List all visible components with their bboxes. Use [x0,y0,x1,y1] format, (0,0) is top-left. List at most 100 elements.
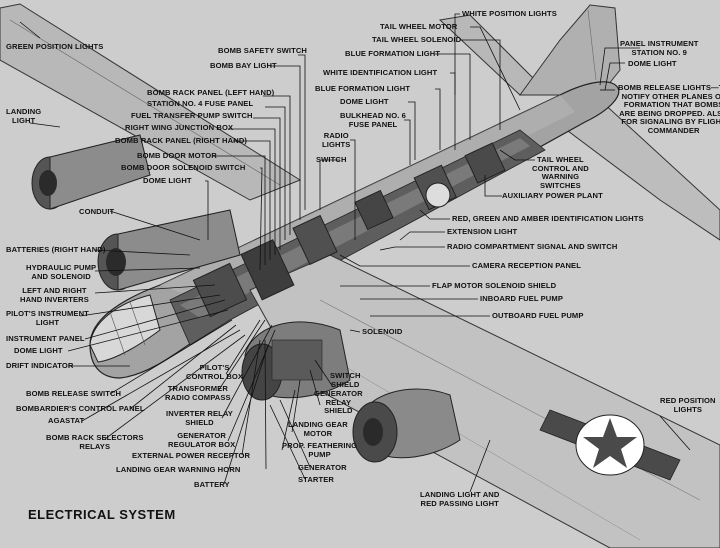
label-identification-lights: RED, GREEN AND AMBER IDENTIFICATION LIGH… [452,214,644,223]
label-bomb-safety-switch: BOMB SAFETY SWITCH [218,46,307,55]
label-line: GENERATOR [314,389,363,398]
label-line: FOR SIGNALING BY FLIGHT [621,117,720,127]
engine-far-outboard [31,134,151,210]
label-line: PUMP [308,449,331,459]
label-line: PANEL INSTRUMENT [620,39,699,48]
label-extension-light: EXTENSION LIGHT [447,227,518,236]
label-conduit: CONDUIT [79,207,115,216]
label-battery: BATTERY [194,480,230,489]
label-line: TAIL WHEEL [537,155,584,164]
fuselage-insignia [425,182,451,208]
label-switch: SWITCH [316,155,347,164]
label-instrument-panel: INSTRUMENT PANEL [6,334,85,343]
label-generator: GENERATOR [298,463,347,472]
label-line: REGULATOR BOX [168,439,236,449]
label-solenoid: SOLENOID [362,327,403,336]
label-tail-wheel-motor: TAIL WHEEL MOTOR [380,22,458,31]
label-radio-lights: RADIO LIGHTS [322,131,351,149]
label-line: RADIO COMPASS [165,392,231,402]
label-inboard-fuel-pump: INBOARD FUEL PUMP [480,294,563,303]
label-agastat: AGASTAT [48,416,85,425]
label-outboard-fuel-pump: OUTBOARD FUEL PUMP [492,311,584,320]
label-transformer: TRANSFORMER RADIO COMPASS [165,384,231,402]
label-bomb-rack-panel-left: BOMB RACK PANEL (LEFT HAND) [147,88,275,97]
label-blue-formation-light: BLUE FORMATION LIGHT [315,84,411,93]
label-line: RELAY [325,397,352,407]
label-fuel-transfer-pump-switch: FUEL TRANSFER PUMP SWITCH [131,111,253,120]
label-pilots-instrument-light: PILOT'S INSTRUMENT LIGHT [6,309,89,327]
label-line: BULKHEAD No. 6 [340,111,406,120]
label-line: LIGHT [12,115,36,125]
label-bomb-door-motor: BOMB DOOR MOTOR [137,151,217,160]
label-line: LEFT AND RIGHT [22,286,87,295]
label-tail-wheel-control: TAIL WHEEL CONTROL AND WARNING SWITCHES [532,155,589,190]
label-line: LANDING [6,107,42,116]
label-line: LANDING GEAR [288,420,348,429]
label-white-identification-light: WHITE IDENTIFICATION LIGHT [323,68,438,77]
label-line: PILOT'S INSTRUMENT [6,309,89,318]
label-line: AND SOLENOID [31,271,91,281]
star-insignia [539,409,681,481]
label-auxiliary-power-plant: AUXILIARY POWER PLANT [502,191,603,200]
label-dome-light-tail: DOME LIGHT [628,59,677,68]
label-panel-instrument: PANEL INSTRUMENT STATION No. 9 [620,39,699,57]
label-white-position-lights: WHITE POSITION LIGHTS [462,9,557,18]
label-bomb-door-solenoid-switch: BOMB DOOR SOLENOID SWITCH [121,163,246,172]
label-line: LIGHTS [322,139,351,149]
label-blue-formation-light-top: BLUE FORMATION LIGHT [345,49,441,58]
label-line: RADIO [323,131,349,140]
label-line: HYDRAULIC PUMP [26,263,97,272]
label-line: INVERTER RELAY [166,409,233,418]
label-drift-indicator: DRIFT INDICATOR [6,361,74,370]
label-bomb-release-switch: BOMB RELEASE SWITCH [26,389,122,398]
label-line: SHIELD [324,406,353,416]
label-tail-wheel-solenoid: TAIL WHEEL SOLENOID [372,35,462,44]
label-green-position-lights: GREEN POSITION LIGHTS [6,42,104,51]
label-bomb-bay-light: BOMB BAY LIGHT [210,61,277,70]
label-dome-light-mid: DOME LIGHT [340,97,389,106]
label-generator-regulator: GENERATOR REGULATOR BOX [168,431,236,449]
engine-far-inboard [97,209,241,291]
label-line: LIGHT [35,317,60,327]
label-bomb-rack-selectors: BOMB RACK SELECTORS RELAYS [46,433,144,451]
label-line: CONTROL BOX [186,371,244,381]
label-red-position-lights: RED POSITION LIGHTS [660,396,716,414]
label-line: NOTIFY OTHER PLANES OF [621,91,720,101]
engine-near-inboard [241,321,351,401]
label-line: RED PASSING LIGHT [420,498,499,508]
label-bulkhead-fuse-panel: BULKHEAD No. 6 FUSE PANEL [340,111,406,129]
label-landing-gear-motor: LANDING GEAR MOTOR [288,420,348,438]
label-landing-light-red-passing: LANDING LIGHT AND RED PASSING LIGHT [420,490,499,508]
label-inverter-relay: INVERTER RELAY SHIELD [166,409,233,427]
label-external-power-receptor: EXTERNAL POWER RECEPTOR [132,451,251,460]
label-line: GENERATOR [177,431,226,440]
label-line: MOTOR [303,428,333,438]
label-line: RELAYS [79,441,111,451]
label-line: HAND INVERTERS [20,294,89,304]
label-bomb-release-lights: BOMB RELEASE LIGHTS—TO NOTIFY OTHER PLAN… [618,83,720,136]
label-right-wing-junction-box: RIGHT WING JUNCTION BOX [125,123,234,132]
engine-near-outboard [352,388,461,463]
label-line: PILOT'S [199,363,230,372]
label-line: SWITCH [330,371,361,380]
leader-lines [19,13,691,493]
label-dome-light-nose: DOME LIGHT [14,346,63,355]
label-line: RED POSITION [660,396,716,405]
label-line: ARE BEING DROPPED. ALSO [619,108,720,118]
label-pilots-control-box: PILOT'S CONTROL BOX [186,363,244,381]
label-bombardiers-control-panel: BOMBARDIER'S CONTROL PANEL [16,404,145,413]
label-line: SHIELD [331,379,360,389]
label-line: SHIELD [185,417,214,427]
label-line: LIGHTS [673,404,703,414]
label-line: COMMANDER [647,125,700,135]
label-line: TRANSFORMER [167,384,228,393]
label-generator-relay-shield: GENERATOR RELAY SHIELD [314,389,363,416]
label-line: FUSE PANEL [348,119,398,129]
label-flap-motor-solenoid: FLAP MOTOR SOLENOID SHIELD [432,281,557,290]
label-line: BOMB RELEASE LIGHTS—TO [618,83,720,92]
label-inverters: LEFT AND RIGHT HAND INVERTERS [20,286,89,304]
label-prop-feathering-pump: PROP. FEATHERING PUMP [282,441,358,459]
nose-glazing [89,294,161,363]
label-line: PROP. FEATHERING [282,441,358,450]
